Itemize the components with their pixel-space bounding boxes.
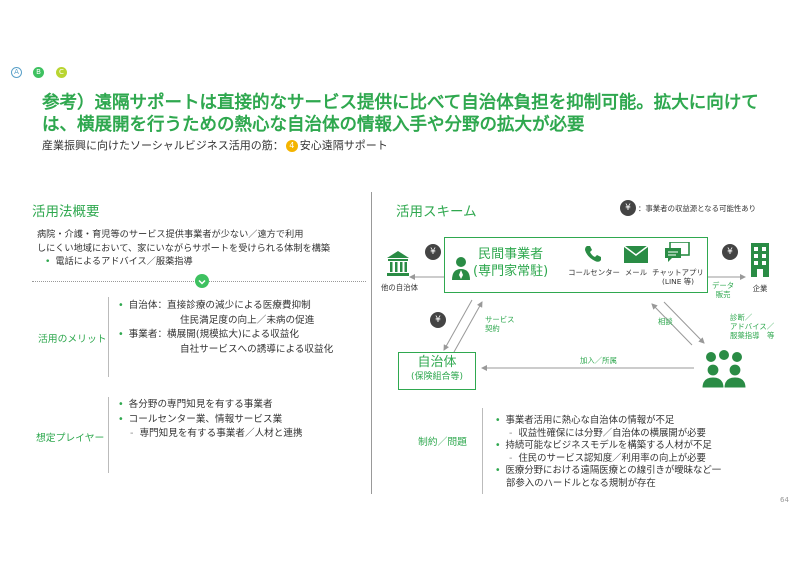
- diagnosis-label: 診断／ アドバイス／ 服薬指導 等: [730, 313, 775, 340]
- overview-heading: 活用法概要: [32, 204, 100, 220]
- scheme-heading: 活用スキーム: [396, 204, 477, 220]
- other-gov-label: 他の自治体: [381, 283, 418, 292]
- constraint-item: 事業者活用に熱心な自治体の情報が不足: [495, 415, 775, 428]
- yen-icon: ¥: [430, 312, 446, 328]
- chevron-down-icon: [195, 274, 209, 288]
- constraint-subitem: -住民のサービス認知度／利用率の向上が必要: [509, 452, 706, 464]
- constraint-divider: [482, 408, 483, 494]
- mail-icon: [623, 245, 649, 267]
- residents-group-icon: [699, 348, 749, 392]
- local-gov-title: 自治体: [417, 355, 457, 370]
- government-building-icon: [383, 248, 413, 278]
- merit-item: 事業者：横展開(規模拡大)による収益化: [118, 328, 368, 343]
- constraint-label: 制約／問題: [418, 437, 467, 448]
- constraint-list: 事業者活用に熱心な自治体の情報が不足 -収益性確保には分野／自治体の横展開が必要…: [495, 415, 775, 491]
- company-building-icon: [749, 243, 771, 281]
- yen-icon: ¥: [722, 244, 738, 260]
- channel-mail: メール: [624, 268, 648, 277]
- local-gov-sub: (保険組合等): [410, 372, 464, 382]
- overview-line: 病院・介護・育児等のサービス提供事業者が少ない／遠方で利用: [37, 229, 304, 240]
- player-subitem: -専門知見を有する事業者／人材と連携: [130, 428, 303, 439]
- player-divider: [108, 397, 109, 473]
- expert-person-icon: [451, 255, 471, 281]
- overview-line: しにくい地域において、家にいながらサポートを受けられる体制を構築: [37, 242, 331, 254]
- subtitle-suffix: 安心遠隔サポート: [299, 139, 388, 152]
- page-number: 64: [780, 496, 789, 504]
- merit-label: 活用のメリット: [38, 334, 107, 345]
- merit-divider: [108, 297, 109, 377]
- nav-b[interactable]: B: [33, 67, 44, 78]
- subtitle-prefix: 産業振興に向けたソーシャルビジネス活用の筋：: [42, 139, 284, 152]
- service-contract-label: サービス 契約: [485, 315, 515, 333]
- local-gov-box: 自治体 (保険組合等): [398, 352, 476, 390]
- constraint-item: 医療分野における遠隔医療との線引きが曖昧など一: [495, 465, 775, 478]
- overview-text: 病院・介護・育児等のサービス提供事業者が少ない／遠方で利用 しにくい地域において…: [37, 228, 367, 269]
- company-label: 企業: [752, 284, 768, 293]
- player-item: 各分野の専門知見を有する事業者: [118, 398, 368, 413]
- provider-label: 民間事業者 (専門家常駐): [473, 247, 549, 279]
- scheme-arrows: [409, 274, 746, 371]
- consult-label: 相談: [658, 317, 673, 326]
- title-line1: 参考）遠隔サポートは直接的なサービス提供に比べて自治体負担を抑制可能。拡大に向け…: [42, 93, 759, 113]
- constraint-item: 持続可能なビジネスモデルを構築する人材が不足: [495, 440, 775, 453]
- constraint-subitem: -収益性確保には分野／自治体の横展開が必要: [509, 427, 706, 439]
- number-badge: 4: [285, 140, 298, 152]
- join-label: 加入／所属: [580, 356, 617, 365]
- center-divider: [371, 192, 372, 494]
- merit-item-cont: 自社サービスへの誘導による収益化: [180, 343, 334, 355]
- player-item: コールセンター業、情報サービス業: [118, 413, 368, 428]
- nav-a[interactable]: A: [11, 67, 22, 78]
- channel-callcenter: コールセンター: [568, 268, 620, 277]
- chat-icon: [664, 241, 690, 268]
- page-title: 参考）遠隔サポートは直接的なサービス提供に比べて自治体負担を抑制可能。拡大に向け…: [42, 92, 782, 136]
- channel-chat: チャットアプリ (LINE 等): [652, 268, 704, 286]
- yen-icon: ¥: [620, 200, 636, 216]
- merit-list: 自治体：直接診療の減少による医療費抑制 住民満足度の向上／未病の促進 事業者：横…: [118, 299, 368, 357]
- overview-bullet: 電話によるアドバイス／服薬指導: [37, 255, 367, 269]
- title-line2: は、横展開を行うための熱心な自治体の情報入手や分野の拡大が必要: [42, 115, 585, 135]
- player-list: 各分野の専門知見を有する事業者 コールセンター業、情報サービス業 -専門知見を有…: [118, 398, 368, 442]
- player-label: 想定プレイヤー: [36, 433, 105, 444]
- yen-icon: ¥: [425, 244, 441, 260]
- constraint-item-cont: 部参入のハードルとなる規制が存在: [506, 477, 656, 489]
- data-sales-label: データ 販売: [712, 281, 735, 299]
- merit-item: 自治体：直接診療の減少による医療費抑制: [118, 299, 368, 314]
- legend-text: ：事業者の収益源となる可能性あり: [638, 204, 757, 213]
- merit-item-cont: 住民満足度の向上／未病の促進: [180, 314, 315, 326]
- nav-c[interactable]: C: [56, 67, 67, 78]
- provider-box: [444, 237, 708, 293]
- phone-icon: [583, 244, 603, 268]
